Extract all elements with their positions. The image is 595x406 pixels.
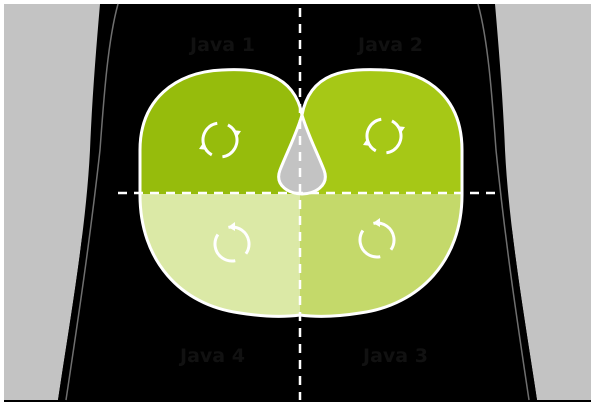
quadrant-label-java-1: Java 1 (190, 34, 255, 56)
quadrant-label-java-4: Java 4 (180, 345, 245, 367)
quadrant-label-java-2: Java 2 (358, 34, 423, 56)
quadrant-label-java-3: Java 3 (363, 345, 428, 367)
